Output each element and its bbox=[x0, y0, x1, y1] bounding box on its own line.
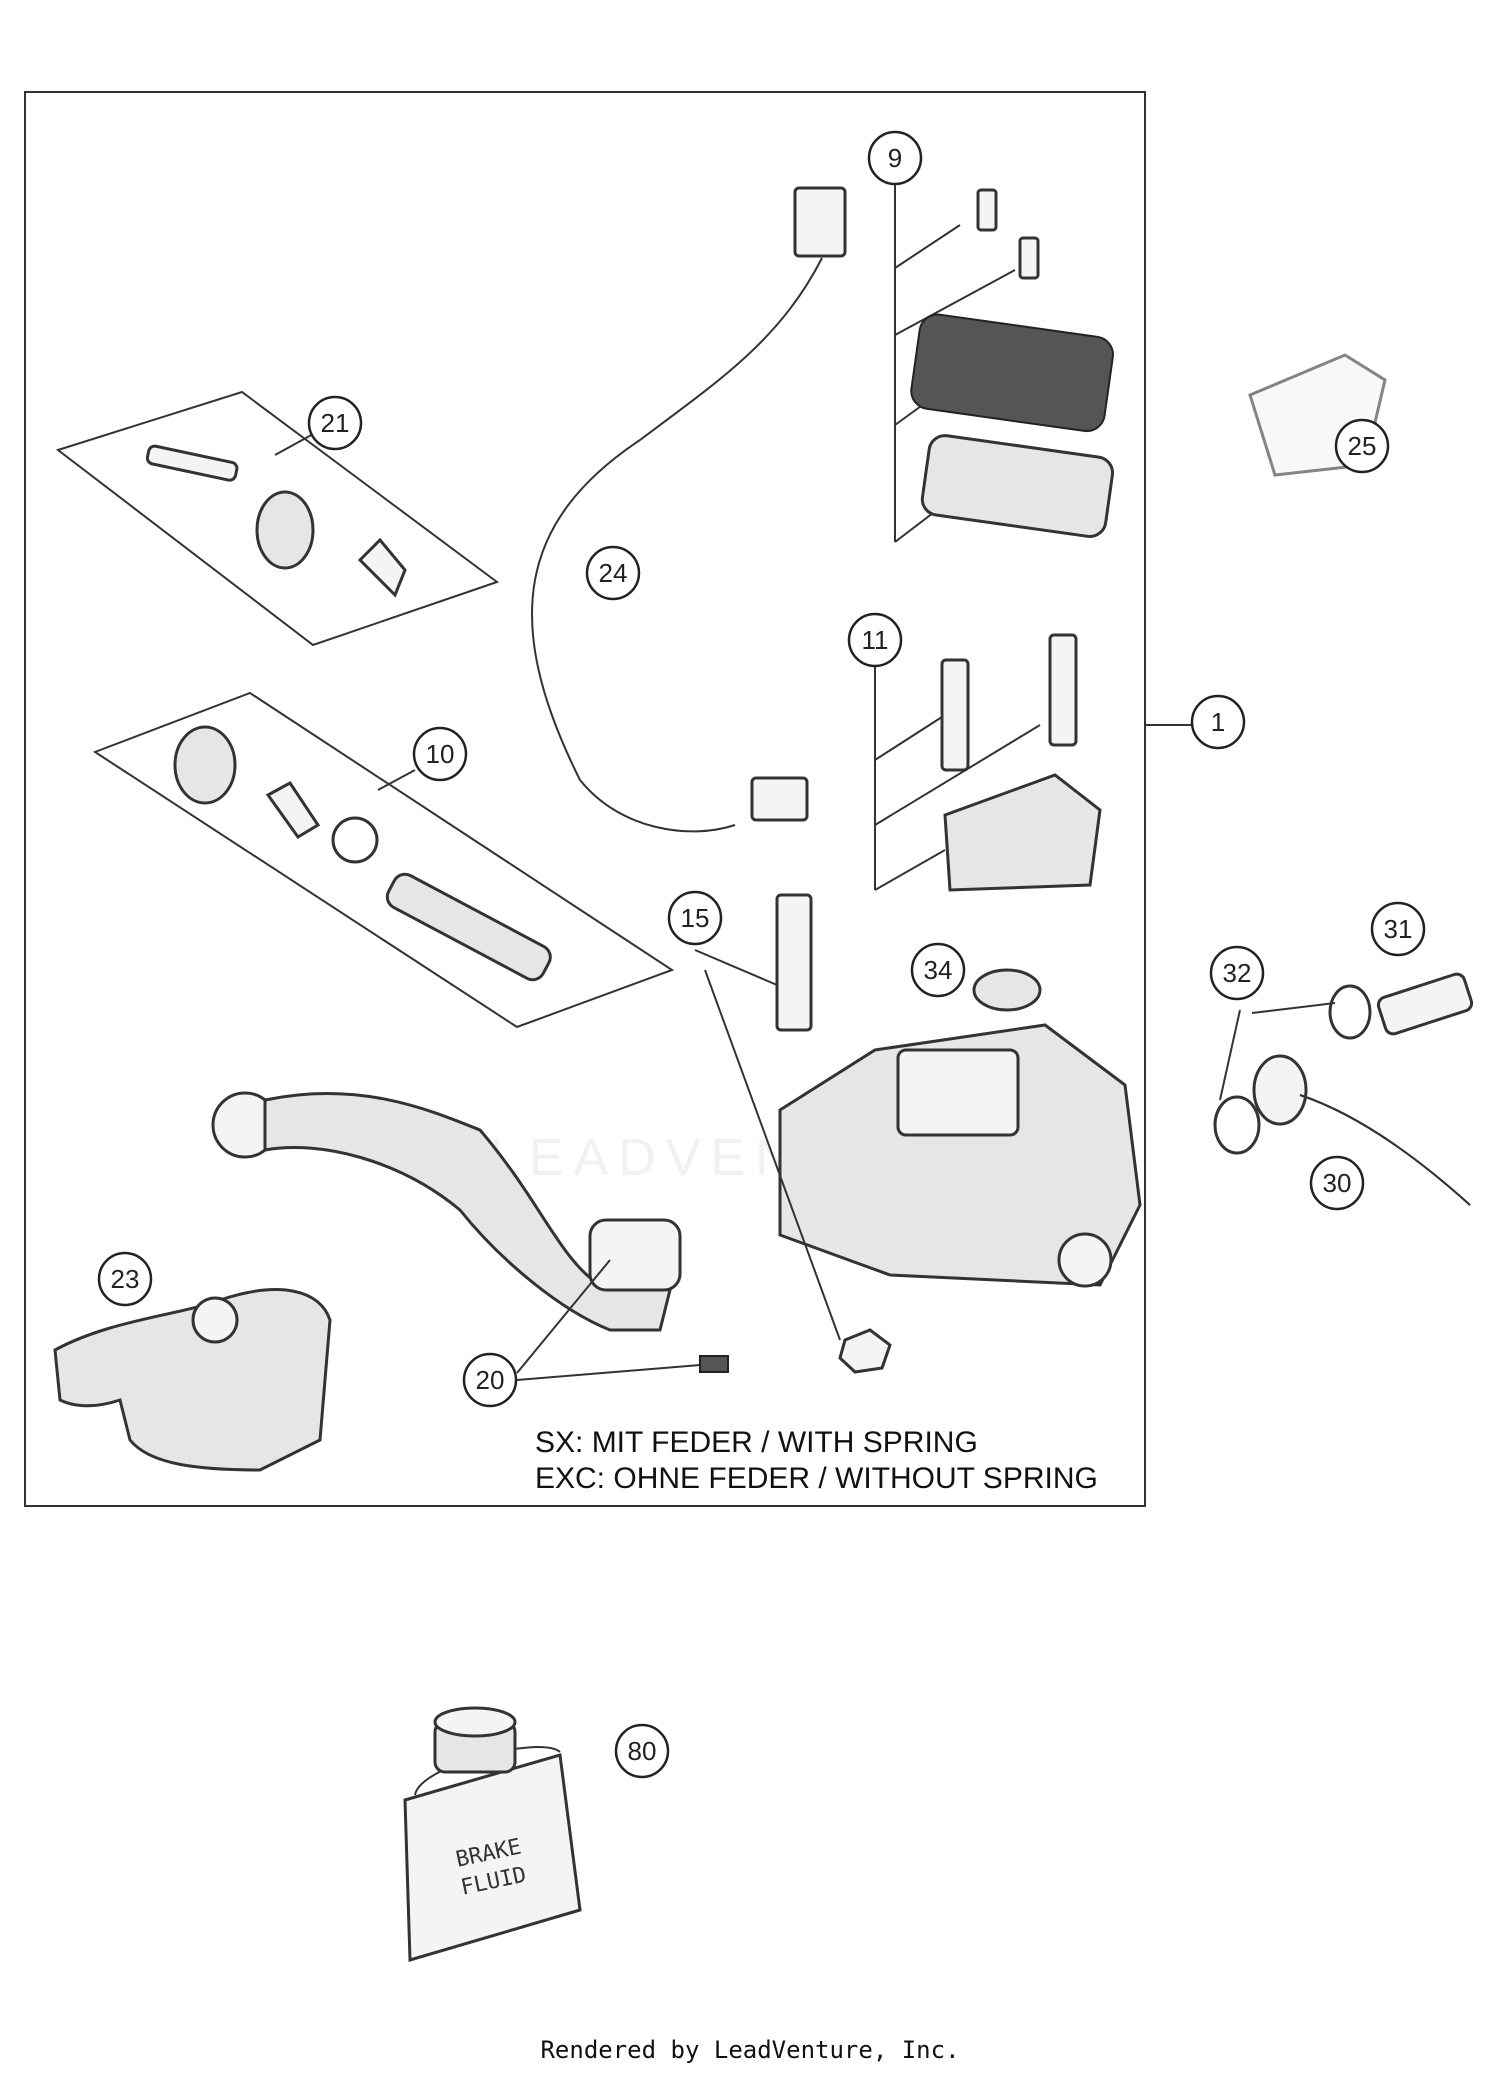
kit-10-parts bbox=[92, 691, 675, 1029]
pivot-bolt-15 bbox=[694, 893, 892, 1374]
callout-34: 34 bbox=[910, 942, 966, 998]
callout-number: 20 bbox=[476, 1365, 505, 1395]
lever-guard-23 bbox=[53, 1288, 332, 1472]
callout-23: 23 bbox=[97, 1251, 153, 1307]
callout-number: 32 bbox=[1223, 958, 1252, 988]
callout-number: 24 bbox=[599, 558, 628, 588]
brake-fluid-bottle-80: BRAKE FLUID bbox=[403, 1706, 582, 1962]
main-frame bbox=[24, 91, 1146, 1507]
callout-circle bbox=[667, 890, 723, 946]
callout-number: 25 bbox=[1348, 431, 1377, 461]
brake-lever-20 bbox=[211, 1091, 729, 1381]
callout-1: 1 bbox=[1190, 694, 1246, 750]
callout-circle bbox=[1190, 694, 1246, 750]
callout-number: 15 bbox=[681, 903, 710, 933]
callout-number: 1 bbox=[1211, 707, 1225, 737]
callout-number: 11 bbox=[862, 625, 889, 655]
callout-10: 10 bbox=[412, 726, 468, 782]
callout-number: 21 bbox=[321, 408, 350, 438]
callout-number: 31 bbox=[1384, 914, 1413, 944]
callout-circle bbox=[1209, 945, 1265, 1001]
callout-32: 32 bbox=[1209, 945, 1265, 1001]
callout-25: 25 bbox=[1334, 418, 1390, 474]
callout-number: 10 bbox=[426, 739, 455, 769]
callout-number: 30 bbox=[1323, 1168, 1352, 1198]
clamp-bolts-11 bbox=[940, 633, 1102, 892]
banjo-fitting-30 bbox=[1213, 972, 1474, 1206]
callout-circle bbox=[307, 395, 363, 451]
reservoir-cover-parts-9 bbox=[910, 188, 1115, 538]
switch-wire-24 bbox=[531, 186, 847, 833]
callout-circle bbox=[97, 1251, 153, 1307]
callout-31: 31 bbox=[1370, 901, 1426, 957]
cap-34 bbox=[972, 968, 1042, 1012]
callout-circle bbox=[585, 545, 641, 601]
master-cylinder-body bbox=[778, 1023, 1142, 1288]
callout-15: 15 bbox=[667, 890, 723, 946]
callout-number: 80 bbox=[628, 1736, 657, 1766]
callout-circle bbox=[614, 1723, 670, 1779]
callout-21: 21 bbox=[307, 395, 363, 451]
callout-80: 80 bbox=[614, 1723, 670, 1779]
callout-number: 34 bbox=[924, 955, 953, 985]
callout-24: 24 bbox=[585, 545, 641, 601]
callout-20: 20 bbox=[462, 1352, 518, 1408]
callout-number: 23 bbox=[111, 1264, 140, 1294]
callout-9: 9 bbox=[867, 130, 923, 186]
footer-credit: Rendered by LeadVenture, Inc. bbox=[540, 2036, 960, 2064]
kit-21-parts bbox=[55, 390, 500, 647]
callout-number: 9 bbox=[888, 143, 902, 173]
callout-circle bbox=[462, 1352, 518, 1408]
callout-circle bbox=[910, 942, 966, 998]
callout-circle bbox=[412, 726, 468, 782]
note-line-2: EXC: OHNE FEDER / WITHOUT SPRING bbox=[535, 1462, 1098, 1495]
callout-30: 30 bbox=[1309, 1155, 1365, 1211]
callout-circle bbox=[1370, 901, 1426, 957]
callout-circle bbox=[1334, 418, 1390, 474]
callout-circle bbox=[1309, 1155, 1365, 1211]
callout-11: 11 bbox=[847, 612, 903, 668]
callout-circle bbox=[867, 130, 923, 186]
note-line-1: SX: MIT FEDER / WITH SPRING bbox=[535, 1426, 978, 1459]
callout-circle bbox=[847, 612, 903, 668]
